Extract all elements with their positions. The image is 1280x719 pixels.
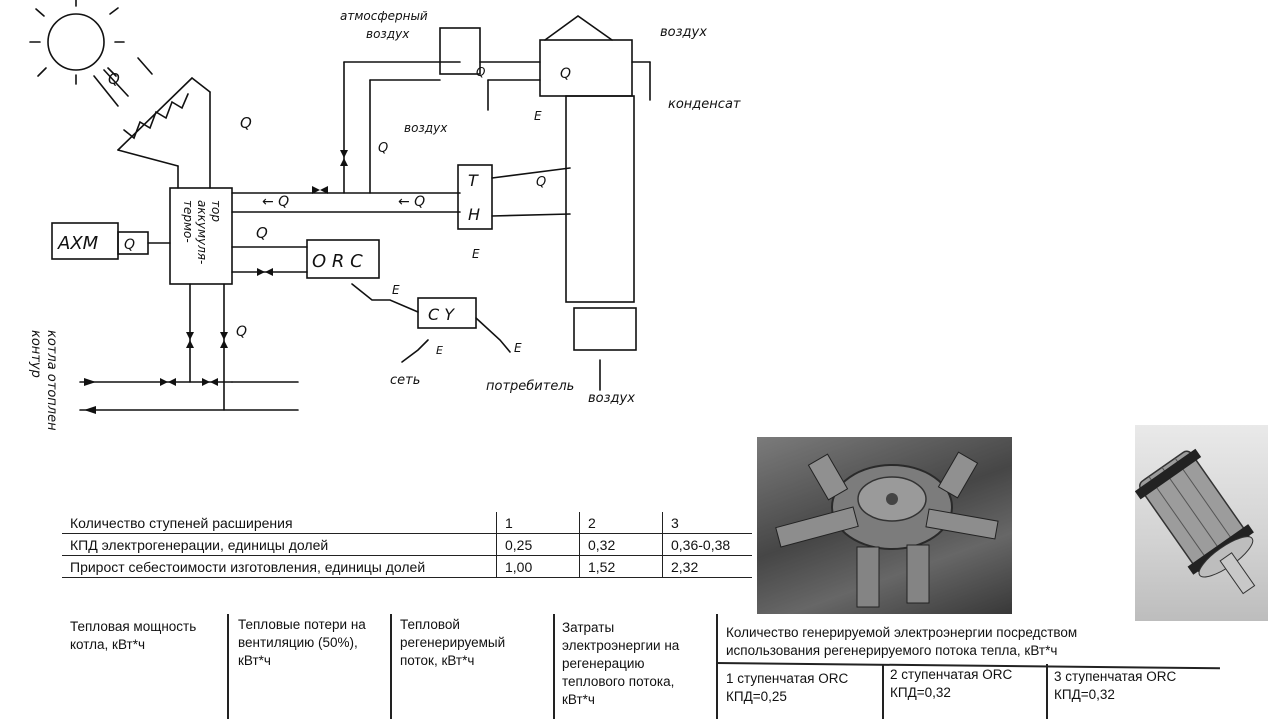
header-line: регенерацию: [562, 656, 645, 671]
heat-return-label-1: ← Q: [262, 194, 289, 210]
header-regenerated-flow: Тепловой регенерируемый поток, кВт*ч: [400, 616, 505, 670]
multistage-expander-photo: [757, 437, 1012, 614]
su-energy-in-label: E: [436, 344, 443, 357]
recup-heat-label-1: Q: [476, 65, 485, 79]
atmosphere-air-line1: атмосферный: [340, 9, 428, 23]
header-line: Тепловые потери на: [238, 617, 366, 632]
header-line: электроэнергии на: [562, 638, 680, 653]
header-line: Тепловая мощность: [70, 619, 197, 634]
cell: 0,36-0,38: [662, 533, 752, 556]
row-label: Прирост себестоимости изготовления, един…: [62, 555, 497, 578]
row-label: Количество ступеней расширения: [62, 512, 497, 534]
cell: 2,32: [662, 555, 752, 578]
header-line: КПД=0,32: [1054, 687, 1115, 702]
subheader-orc-3: 3 ступенчатая ORC КПД=0,32: [1054, 668, 1176, 704]
heat-up-label: Q: [378, 141, 388, 156]
tn-heat-label: Q: [536, 175, 546, 190]
air-out-label: воздух: [660, 25, 707, 40]
table-row: Количество ступеней расширения 1 2 3: [62, 512, 752, 534]
cell: 1,00: [496, 555, 580, 578]
grid-label: сеть: [390, 373, 420, 388]
su-energy-out-label: E: [514, 341, 522, 355]
row-label: КПД электрогенерации, единицы долей: [62, 533, 497, 556]
header-line: 3 ступенчатая ORC: [1054, 669, 1177, 684]
sun-icon: [29, 0, 153, 107]
axm-heat-label: Q: [124, 237, 135, 253]
header-line: кВт*ч: [238, 653, 271, 668]
header-line: котла, кВт*ч: [70, 637, 145, 652]
cell: 1: [496, 512, 580, 534]
boiler-loop-line2: котла отопления: [44, 330, 59, 430]
heating-system-schematic: Q Q термо- аккумуля- тор AXM Q O R C Q E…: [28, 0, 741, 430]
heat-pump-box: [457, 164, 493, 230]
orc-heat-label: Q: [256, 224, 268, 242]
recup-heat-label-2: Q: [560, 66, 571, 82]
recup-energy-label: E: [534, 109, 542, 123]
header-line: использования регенерируемого потока теп…: [726, 643, 1058, 658]
header-line: вентиляцию (50%),: [238, 635, 358, 650]
expansion-stages-table: Количество ступеней расширения 1 2 3 КПД…: [62, 512, 752, 578]
collector-heat-label: Q: [240, 114, 252, 132]
header-boiler-power: Тепловая мощность котла, кВт*ч: [70, 618, 196, 654]
thermal-accumulator: [169, 187, 233, 285]
cell: 2: [579, 512, 663, 534]
subheader-orc-1: 1 ступенчатая ORC КПД=0,25: [726, 670, 848, 706]
subheader-orc-2: 2 ступенчатая ORC КПД=0,32: [890, 666, 1012, 702]
tank-label-line2: аккумуля-: [195, 200, 209, 264]
condensate-label: конденсат: [668, 97, 741, 112]
header-line: Затраты: [562, 620, 615, 635]
header-line: теплового потока,: [562, 674, 675, 689]
atmosphere-air-line2: воздух: [366, 27, 410, 41]
consumer-label: потребитель: [486, 379, 574, 394]
header-line: регенерируемый: [400, 635, 506, 650]
tn-label-t: T: [468, 171, 479, 190]
ventilation-duct: [565, 95, 635, 303]
header-line: КПД=0,25: [726, 689, 787, 704]
orc-energy-label: E: [392, 283, 400, 297]
tank-label-line1: термо-: [181, 200, 195, 243]
header-line: кВт*ч: [562, 692, 595, 707]
header-line: поток, кВт*ч: [400, 653, 475, 668]
air-label-1: воздух: [404, 121, 448, 135]
sun-heat-label: Q: [108, 70, 120, 88]
tn-energy-label: E: [472, 247, 480, 261]
cell: 0,25: [496, 533, 580, 556]
table-row: Прирост себестоимости изготовления, един…: [62, 555, 752, 578]
header-ventilation-losses: Тепловые потери на вентиляцию (50%), кВт…: [238, 616, 366, 670]
header-electricity-cost: Затраты электроэнергии на регенерацию те…: [562, 619, 679, 709]
cell: 0,32: [579, 533, 663, 556]
tn-label-h: H: [468, 205, 480, 224]
boiler-loop-line1: контур: [28, 330, 43, 378]
header-line: 1 ступенчатая ORC: [726, 671, 849, 686]
boiler-heat-label: Q: [236, 324, 247, 340]
table-row: КПД электрогенерации, единицы долей 0,25…: [62, 533, 752, 556]
orc-label: O R C: [312, 251, 363, 272]
regenerated-heat-table: Тепловая мощность котла, кВт*ч Тепловые …: [60, 610, 1230, 719]
axm-label: AXM: [57, 233, 99, 254]
cell: 3: [662, 512, 752, 534]
control-unit-box: [417, 297, 477, 329]
tank-label-line3: тор: [209, 200, 223, 222]
header-line: Тепловой: [400, 617, 460, 632]
header-line: Количество генерируемой электроэнергии п…: [726, 625, 1078, 640]
su-label: C Y: [428, 305, 455, 324]
header-line: 2 ступенчатая ORC: [890, 667, 1013, 682]
orc-box: [306, 239, 380, 279]
heat-return-label-2: ← Q: [398, 194, 425, 210]
header-line: КПД=0,32: [890, 685, 951, 700]
generator-photo: [1135, 425, 1268, 621]
solar-collector: [117, 77, 211, 189]
air-in-label: воздух: [588, 391, 635, 406]
header-generated-electricity: Количество генерируемой электроэнергии п…: [726, 624, 1077, 660]
cell: 1,52: [579, 555, 663, 578]
